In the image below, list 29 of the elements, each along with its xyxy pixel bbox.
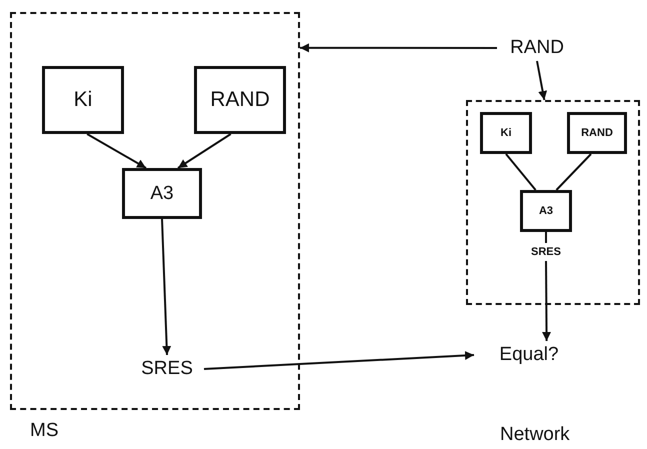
connector-line xyxy=(505,153,536,191)
arrow xyxy=(161,218,172,356)
process-box xyxy=(42,66,124,134)
box-label: RAND xyxy=(210,88,270,112)
arrow xyxy=(542,261,552,341)
dashed-group-box xyxy=(466,100,640,305)
process-box xyxy=(567,112,627,154)
connector-line xyxy=(556,153,592,191)
process-box xyxy=(520,190,572,232)
node-label: SRES xyxy=(141,358,193,380)
node-label: Equal? xyxy=(499,344,559,366)
arrow xyxy=(177,133,232,169)
side-label: Network xyxy=(500,424,570,446)
arrow xyxy=(536,60,548,100)
process-box xyxy=(480,112,532,154)
node-label: RAND xyxy=(510,37,564,59)
box-label: A3 xyxy=(538,205,554,217)
node-label: SRES xyxy=(531,246,561,258)
arrow xyxy=(204,350,474,370)
box-label: A3 xyxy=(150,182,174,204)
box-label: Ki xyxy=(500,127,512,139)
arrow xyxy=(300,43,497,52)
connector-line xyxy=(545,232,547,243)
process-box xyxy=(194,66,286,134)
arrow xyxy=(86,133,146,169)
group-label: MS xyxy=(30,420,58,442)
box-label: RAND xyxy=(581,127,613,139)
box-label: Ki xyxy=(74,88,92,112)
process-box xyxy=(122,168,202,219)
